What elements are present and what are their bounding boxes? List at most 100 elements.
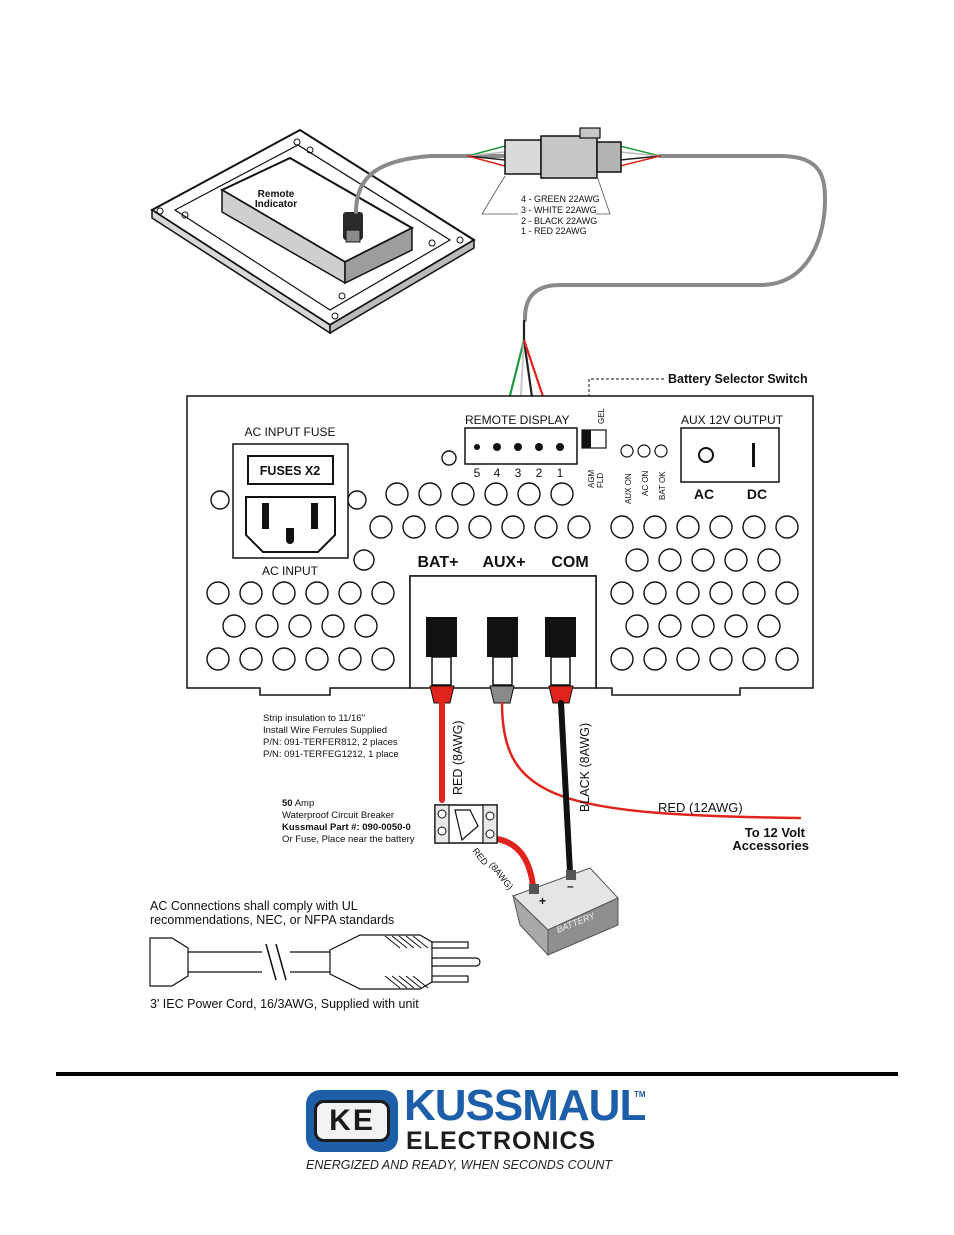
vent-hole bbox=[206, 647, 230, 671]
pin-3: 3 bbox=[515, 466, 522, 480]
vent-hole bbox=[441, 450, 457, 466]
vent-hole bbox=[658, 548, 682, 572]
ac-input-label: AC INPUT bbox=[262, 564, 319, 578]
vent-hole bbox=[468, 515, 492, 539]
breaker-note-3: Kussmaul Part #: 090-0050-0 bbox=[282, 822, 411, 833]
battery-minus-label: – bbox=[567, 879, 574, 893]
aux-output-switch: AUX 12V OUTPUT AC DC bbox=[680, 413, 784, 502]
vent-hole bbox=[691, 548, 715, 572]
breaker-note: 50 Amp Waterproof Circuit Breaker Kussma… bbox=[282, 798, 415, 845]
dc-switch-label: DC bbox=[747, 486, 767, 502]
ac-note-1: AC Connections shall comply with UL bbox=[150, 899, 358, 913]
black-8awg-label: BLACK (8AWG) bbox=[578, 723, 592, 812]
ac-connection-note: AC Connections shall comply with UL reco… bbox=[150, 899, 394, 927]
vent-hole bbox=[371, 581, 395, 605]
remote-cable bbox=[354, 145, 828, 322]
terminal-lugs bbox=[426, 617, 576, 704]
vent-hole bbox=[775, 581, 799, 605]
vent-hole bbox=[709, 515, 733, 539]
vent-hole bbox=[272, 581, 296, 605]
vent-hole bbox=[625, 614, 649, 638]
pin-2: 2 bbox=[536, 466, 543, 480]
breaker-note-2: Waterproof Circuit Breaker bbox=[282, 810, 394, 821]
wire-color-callout: 4 - GREEN 22AWG 3 - WHITE 22AWG 2 - BLAC… bbox=[481, 175, 611, 236]
aux-plus-label: AUX+ bbox=[482, 554, 525, 571]
vent-hole bbox=[210, 490, 230, 510]
vent-hole bbox=[272, 647, 296, 671]
vent-hole bbox=[724, 548, 748, 572]
bat-plus-label: BAT+ bbox=[417, 554, 458, 571]
aux-output-label: AUX 12V OUTPUT bbox=[681, 413, 784, 427]
breaker-note-1: 50 Amp bbox=[282, 798, 314, 809]
vent-hole bbox=[610, 515, 634, 539]
vent-hole bbox=[371, 647, 395, 671]
vent-hole bbox=[347, 490, 367, 510]
vent-hole bbox=[385, 482, 409, 506]
circuit-breaker bbox=[434, 804, 498, 844]
vent-hole bbox=[517, 482, 541, 506]
com-label: COM bbox=[551, 554, 588, 571]
to-12v-label-2: Accessories bbox=[732, 838, 809, 853]
vent-hole bbox=[550, 482, 574, 506]
vent-hole bbox=[451, 482, 475, 506]
vent-hole bbox=[239, 647, 263, 671]
vent-hole bbox=[435, 515, 459, 539]
power-cord-note: 3' IEC Power Cord, 16/3AWG, Supplied wit… bbox=[150, 997, 419, 1011]
red-small-label: RED bbox=[470, 846, 490, 868]
wire-label-4: 4 - GREEN 22AWG bbox=[521, 194, 600, 204]
ac-on-label: AC ON bbox=[641, 470, 650, 496]
remote-display-terminal: REMOTE DISPLAY 5 4 3 2 1 GEL AGM FLD bbox=[464, 407, 607, 488]
battery: + – BATTERY bbox=[512, 867, 619, 957]
vent-hole bbox=[775, 647, 799, 671]
power-cables bbox=[439, 700, 802, 889]
vent-hole bbox=[643, 515, 667, 539]
breaker-amp-unit: Amp bbox=[293, 798, 315, 809]
ferrule-note: Strip insulation to 11/16" Install Wire … bbox=[263, 713, 399, 760]
vent-hole bbox=[610, 647, 634, 671]
vent-hole bbox=[222, 614, 246, 638]
vent-hole bbox=[775, 515, 799, 539]
vent-hole bbox=[742, 581, 766, 605]
vent-hole bbox=[321, 614, 345, 638]
remote-indicator-label-2: Indicator bbox=[255, 199, 297, 210]
vent-hole bbox=[709, 647, 733, 671]
bat-ok-label: BAT OK bbox=[658, 471, 667, 500]
awg-small-label: (8AWG) bbox=[487, 860, 515, 892]
vent-hole bbox=[354, 614, 378, 638]
remote-indicator-label-1: Remote bbox=[258, 189, 295, 200]
vent-hole bbox=[288, 614, 312, 638]
pin-1: 1 bbox=[557, 466, 564, 480]
status-leds: AUX ON AC ON BAT OK bbox=[620, 444, 668, 504]
vent-hole bbox=[338, 647, 362, 671]
ac-input-fuse-label: AC INPUT FUSE bbox=[244, 425, 335, 439]
remote-display-label: REMOTE DISPLAY bbox=[465, 413, 569, 427]
vent-hole bbox=[353, 549, 375, 571]
vent-hole bbox=[676, 515, 700, 539]
agm-label: AGM bbox=[587, 469, 596, 488]
vent-hole bbox=[501, 515, 525, 539]
vent-hole bbox=[742, 647, 766, 671]
vent-hole bbox=[658, 614, 682, 638]
strip-note-4: P/N: 091-TERFEG1212, 1 place bbox=[263, 749, 399, 760]
vent-hole bbox=[757, 614, 781, 638]
ac-input-module: AC INPUT FUSE FUSES X2 AC INPUT bbox=[232, 425, 349, 578]
wire-connector bbox=[504, 127, 622, 179]
logo-badge: KE bbox=[306, 1090, 398, 1152]
footer-rule bbox=[56, 1072, 898, 1076]
logo-tagline: ENERGIZED AND READY, WHEN SECONDS COUNT bbox=[306, 1158, 613, 1172]
logo-subtitle: ELECTRONICS bbox=[406, 1127, 597, 1155]
vent-hole bbox=[338, 581, 362, 605]
kussmaul-logo: KE KUSSMAUL TM ELECTRONICS ENERGIZED AND… bbox=[306, 1082, 651, 1178]
power-cord bbox=[149, 934, 481, 990]
strip-note-1: Strip insulation to 11/16" bbox=[263, 713, 365, 724]
vent-hole bbox=[206, 581, 230, 605]
strip-note-3: P/N: 091-TERFER812, 2 places bbox=[263, 737, 398, 748]
vent-hole bbox=[757, 548, 781, 572]
vent-hole bbox=[625, 548, 649, 572]
vent-holes bbox=[206, 450, 799, 671]
to-12v-label-1: To 12 Volt bbox=[745, 825, 806, 840]
red-12awg-label: RED (12AWG) bbox=[658, 800, 743, 815]
vent-hole bbox=[724, 614, 748, 638]
vent-hole bbox=[305, 647, 329, 671]
vent-hole bbox=[709, 581, 733, 605]
